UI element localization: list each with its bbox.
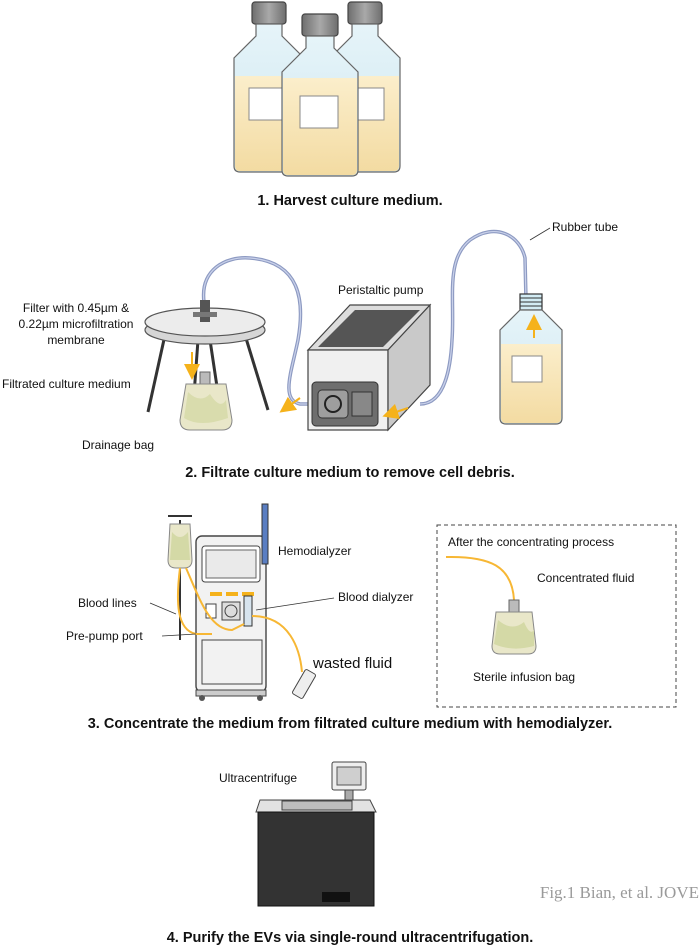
drainage-bag-label: Drainage bag: [82, 438, 154, 452]
ultracentrifuge-label: Ultracentrifuge: [219, 771, 297, 785]
source-bottle: [499, 293, 563, 425]
citation: Fig.1 Bian, et al. JOVE: [540, 883, 699, 902]
pump-arrow-right: [382, 403, 409, 420]
culture-bottles: [233, 1, 401, 177]
step1-caption: 1. Harvest culture medium.: [257, 193, 442, 209]
pre-pump-port-label: Pre-pump port: [66, 629, 143, 643]
filtrated-label: Filtrated culture medium: [2, 377, 131, 391]
step2-caption: 2. Filtrate culture medium to remove cel…: [185, 465, 515, 481]
blood-lines-label: Blood lines: [78, 596, 137, 610]
drainage-bag: [179, 371, 233, 431]
after-process-box: [436, 524, 677, 708]
after-process-label: After the concentrating process: [448, 535, 614, 549]
filter-label-line1: Filter with 0.45µm &: [23, 301, 129, 315]
bottle-back-right: [329, 1, 401, 173]
hemodialyzer-machine: [167, 503, 269, 701]
wasted-fluid-label: wasted fluid: [312, 655, 392, 672]
step4-caption: 4. Purify the EVs via single-round ultra…: [167, 930, 534, 946]
ultracentrifuge: [255, 761, 377, 907]
filter-label-line2: 0.22µm microfiltration: [19, 317, 134, 331]
concentrated-fluid-label: Concentrated fluid: [537, 571, 634, 585]
pump-label: Peristaltic pump: [338, 283, 424, 297]
tube-label: Rubber tube: [552, 220, 618, 234]
pump-arrow-left: [279, 396, 301, 413]
hemodialyzer-label: Hemodialyzer: [278, 544, 351, 558]
step3-caption: 3. Concentrate the medium from filtrated…: [88, 716, 613, 732]
sterile-bag-label: Sterile infusion bag: [473, 670, 575, 684]
bottle-front: [281, 13, 359, 177]
peristaltic-pump: [306, 303, 432, 432]
blood-dialyzer-label: Blood dialyzer: [338, 590, 413, 604]
waste-container: [292, 669, 316, 699]
filter-label-line3: membrane: [47, 333, 105, 347]
